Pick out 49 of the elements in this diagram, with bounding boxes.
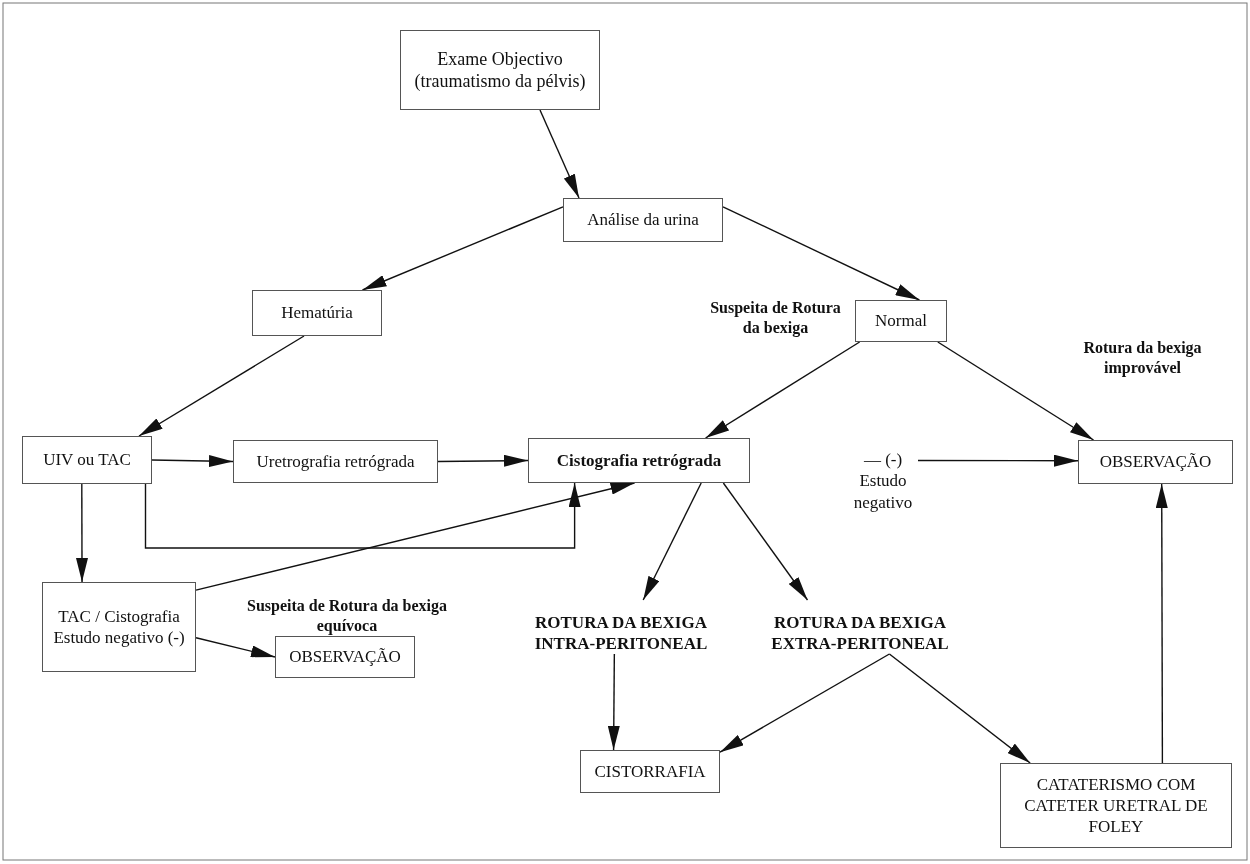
arrow [195,482,636,591]
process-box [528,438,750,483]
box-text: Análise da urina [587,209,699,231]
process-box [563,198,723,242]
box-text: Uretrografia retrógrada [256,450,415,473]
process-box [252,290,382,336]
process-box [22,436,152,484]
process-box [400,30,600,110]
result-note: — (-) [863,449,903,471]
arrow [607,653,620,751]
process-box [233,440,438,483]
box-text: CISTORRAFIA [594,760,706,783]
result-note: Estudo negativo [852,470,914,513]
arrow [361,206,564,291]
process-box [1078,440,1233,484]
box-text: OBSERVAÇÃO [289,646,401,668]
outcome-heading: ROTURA DA BEXIGA EXTRA-PERITONEAL [770,611,950,654]
arrow [917,454,1079,467]
process-box [42,582,196,672]
arrow [151,455,234,468]
arrow [437,454,529,467]
box-text: CATATERISMO COM CATETER URETRAL DE FOLEY [1023,773,1209,838]
box-text: UIV ou TAC [43,449,131,471]
process-box [855,300,947,342]
box-text: Cistografia retrógrada [556,449,722,472]
arrow [704,341,861,439]
process-box [275,636,415,678]
arrow [937,341,1095,441]
arrow [722,206,921,301]
arrow [138,335,305,437]
process-box [1000,763,1232,848]
box-text: OBSERVAÇÃO [1099,451,1212,473]
arrow [722,482,809,601]
edge-label: Suspeita de Rotura da bexiga [708,298,843,338]
arrow [195,637,276,658]
arrow [719,653,891,753]
arrow [144,482,581,549]
arrow [539,109,580,199]
arrow [888,653,1031,764]
arrow [1155,483,1168,764]
process-box [580,750,720,793]
edge-label: Rotura da bexiga improvável [1080,338,1205,378]
arrow [76,483,88,583]
box-text: Hematúria [281,302,353,324]
outcome-heading: ROTURA DA BEXIGA INTRA-PERITONEAL [533,611,709,654]
box-text: TAC / Cistografia Estudo negativo (-) [52,605,186,649]
box-text: Normal [875,310,927,332]
arrow [642,482,702,601]
box-text: Exame Objectivo (traumatismo da pélvis) [413,47,587,93]
